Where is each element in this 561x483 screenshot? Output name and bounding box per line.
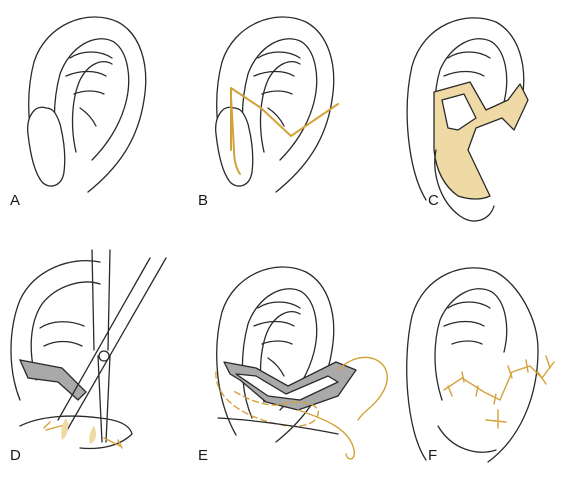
suture-thread (297, 356, 388, 460)
panel-f: F (406, 267, 555, 464)
dashed-flap-outline (215, 371, 319, 427)
panel-a: A (10, 16, 147, 209)
gray-flap (223, 361, 357, 411)
panel-c: C (406, 17, 529, 222)
suture-stitches-icon (447, 355, 551, 429)
panel-label-f: F (428, 447, 437, 464)
dissection-arrows-icon (43, 421, 123, 449)
panel-label-e: E (198, 447, 208, 464)
panel-b: B (198, 16, 339, 209)
scissors-pivot-icon (98, 350, 110, 362)
panel-label-c: C (428, 192, 439, 209)
panel-e: E (198, 266, 388, 464)
panel-label-a: A (10, 192, 20, 209)
incision-line (230, 87, 339, 175)
panel-label-d: D (10, 447, 21, 464)
gray-flap (18, 359, 87, 401)
panel-d: D (10, 249, 167, 464)
panel-label-b: B (198, 192, 208, 209)
